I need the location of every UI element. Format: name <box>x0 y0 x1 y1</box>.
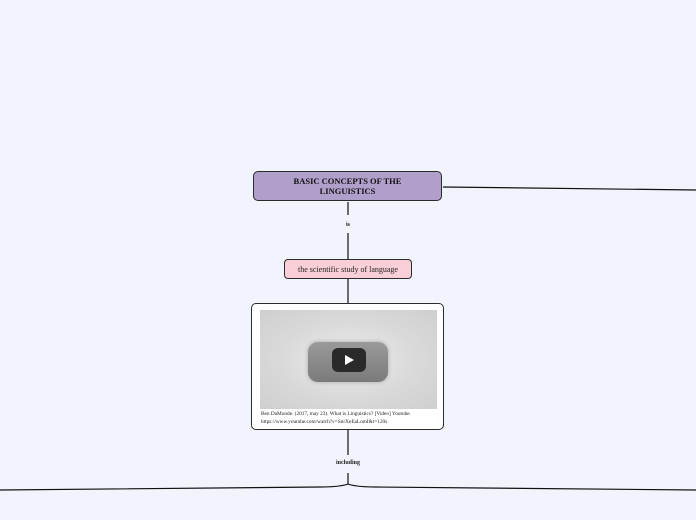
video-thumbnail[interactable] <box>260 310 437 409</box>
connector-root-to-right <box>443 187 696 190</box>
root-topic-title: BASIC CONCEPTS OF THE LINGUISTICS <box>274 176 421 196</box>
play-icon[interactable] <box>332 348 366 372</box>
definition-node[interactable]: the scientific study of language <box>284 259 412 279</box>
link-label-is: is <box>346 222 350 228</box>
video-node[interactable]: Ben DaMonde. (2017, may 23). What is Lin… <box>251 303 444 430</box>
definition-text: the scientific study of language <box>298 265 398 274</box>
connector-branch-left <box>0 484 348 490</box>
link-label-including: including <box>336 460 360 466</box>
root-topic-node[interactable]: BASIC CONCEPTS OF THE LINGUISTICS <box>253 171 442 201</box>
connector-branch-right <box>348 484 696 490</box>
video-caption: Ben DaMonde. (2017, may 23). What is Lin… <box>261 410 439 426</box>
